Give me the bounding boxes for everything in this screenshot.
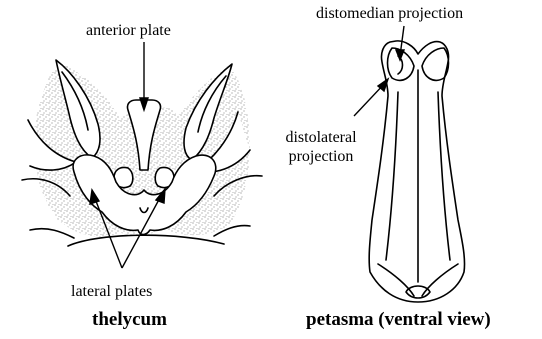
thelycum-lower-left-line [30, 229, 74, 238]
distolateral-label-line1: distolateral [276, 128, 366, 147]
thelycum-caption: thelycum [92, 309, 167, 331]
distolateral-label-line2: projection [276, 147, 366, 166]
thelycum-drawing [22, 60, 262, 246]
lateral-plates-label: lateral plates [71, 282, 152, 301]
distolateral-projection-label: distolateral projection [276, 128, 366, 166]
petasma-drawing [369, 41, 464, 302]
distomedian-projection-label: distomedian projection [316, 4, 463, 23]
thelycum-lower-arc [68, 235, 224, 246]
petasma-caption: petasma (ventral view) [306, 309, 491, 331]
petasma-outline [369, 41, 464, 302]
anterior-plate-label: anterior plate [86, 21, 171, 40]
